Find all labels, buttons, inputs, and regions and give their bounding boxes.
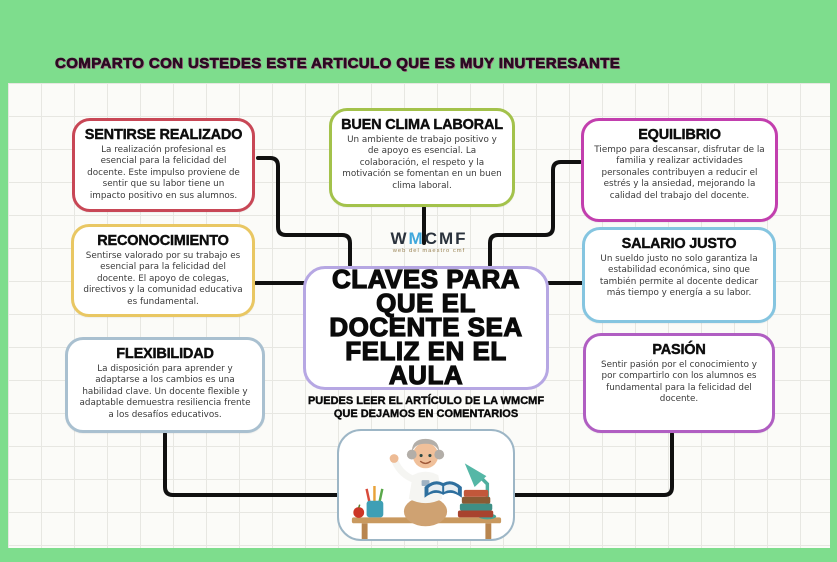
teacher-illustration (337, 429, 515, 541)
central-title-line: CLAVES PARA (331, 264, 520, 295)
logo-wordmark: WMCMF (390, 229, 468, 248)
apple-icon (353, 504, 365, 518)
node-title: SALARIO JUSTO (621, 236, 737, 252)
teacher-illustration-svg (351, 438, 502, 539)
logo-tagline: web del maestro cmf (392, 248, 466, 254)
connector-lines (163, 156, 674, 497)
node-body: La disposición para aprender y adaptarse… (79, 364, 251, 420)
node-body: Un ambiente de trabajo positivo y de apo… (342, 135, 502, 191)
central-title-line: AULA (388, 359, 464, 390)
node-title: BUEN CLIMA LABORAL (341, 117, 503, 133)
node-body: Sentirse valorado por su trabajo es esen… (83, 251, 243, 307)
node-body: Tiempo para descansar, disfrutar de la f… (594, 145, 765, 201)
node-title: SENTIRSE REALIZADO (84, 127, 243, 143)
central-title-box: CLAVES PARA QUE EL DOCENTE SEA FELIZ EN … (303, 266, 549, 390)
node-title: FLEXIBILIDAD (116, 346, 214, 362)
banner-text: COMPARTO CON USTEDES ESTE ARTICULO QUE E… (55, 55, 621, 73)
node-reconocimiento: RECONOCIMIENTO Sentirse valorado por su … (71, 224, 255, 317)
node-title: EQUILIBRIO (638, 127, 721, 143)
node-flexibilidad: FLEXIBILIDAD La disposición para aprende… (65, 337, 265, 433)
central-title-line: QUE EL (375, 288, 476, 319)
connector-sentirse (256, 156, 352, 267)
node-pasion: PASIÓN Sentir pasión por el conocimiento… (583, 333, 775, 433)
books-stack (457, 489, 494, 518)
call-to-action-text: PUEDES LEER EL ARTÍCULO DE LA WMCMF QUE … (276, 395, 576, 421)
node-body: La realización profesional es esencial p… (87, 145, 240, 201)
connector-pasion (512, 432, 674, 497)
connector-equilibrio (488, 160, 582, 267)
node-equilibrio: EQUILIBRIO Tiempo para descansar, disfru… (581, 118, 778, 222)
diagram-canvas: SENTIRSE REALIZADO La realización profes… (8, 83, 830, 548)
open-book (424, 481, 462, 498)
node-title: PASIÓN (652, 342, 706, 358)
connector-flexibilidad (163, 432, 340, 497)
node-title: RECONOCIMIENTO (97, 233, 229, 249)
teacher-figure (389, 438, 462, 527)
node-body: Un sueldo justo no solo garantiza la est… (599, 254, 759, 299)
node-buen-clima-laboral: BUEN CLIMA LABORAL Un ambiente de trabaj… (329, 108, 515, 207)
cta-line-2: QUE DEJAMOS EN COMENTARIOS (333, 408, 519, 421)
node-salario-justo: SALARIO JUSTO Un sueldo justo no solo ga… (582, 227, 776, 323)
central-title-line: FELIZ EN EL (345, 335, 507, 366)
node-sentirse-realizado: SENTIRSE REALIZADO La realización profes… (72, 118, 255, 212)
pencil-cup (365, 485, 384, 518)
central-title-line: DOCENTE SEA (329, 312, 523, 343)
node-body: Sentir pasión por el conocimiento y por … (601, 360, 757, 405)
wmcmf-logo: WMCMF web del maestro cmf (363, 230, 495, 254)
cta-line-1: PUEDES LEER EL ARTÍCULO DE LA WMCMF (307, 395, 545, 407)
